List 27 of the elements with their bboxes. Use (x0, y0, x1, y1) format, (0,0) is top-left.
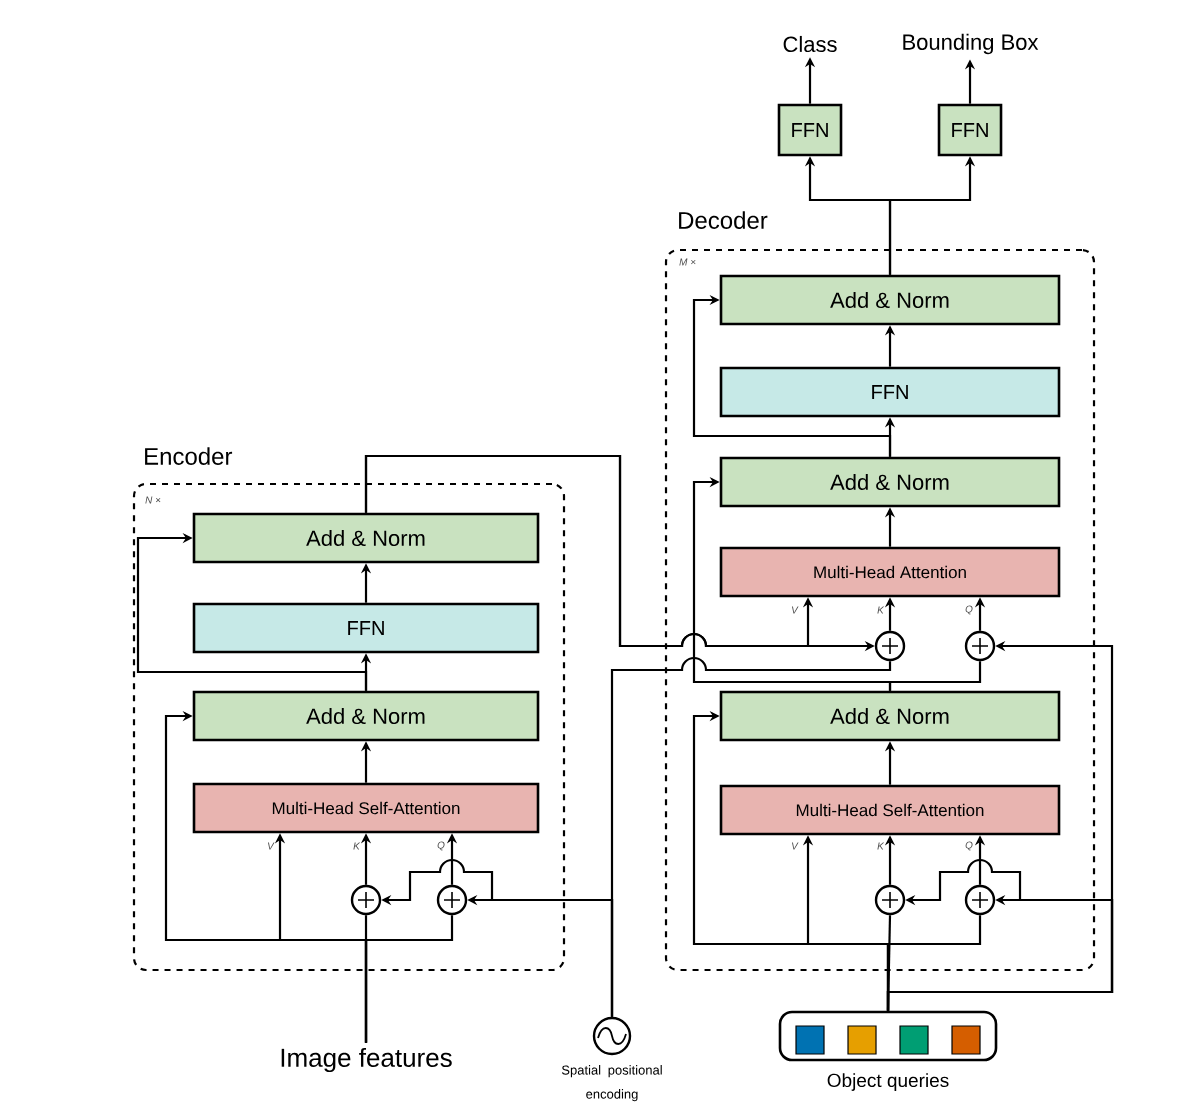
plus-symbol (964, 884, 996, 916)
output-label: Bounding Box (903, 33, 1039, 55)
attention-box: Multi-Head Attention (719, 546, 1061, 598)
ffn-box: FFN (192, 602, 540, 654)
plus-symbol (874, 884, 906, 916)
plus-symbol (964, 630, 996, 662)
block-heading: Encoder (145, 447, 233, 465)
add-norm-box: Add & Norm (719, 690, 1061, 742)
output-label: Class (783, 35, 837, 53)
ffn-box: FFN (719, 366, 1061, 418)
add-norm-box: Add & Norm (192, 690, 540, 742)
attention-box: Multi-Head Self-Attention (192, 782, 540, 834)
arrow (692, 294, 892, 457)
plus-symbol (350, 884, 382, 916)
add-norm-box: Add & Norm (719, 274, 1061, 326)
arrow (164, 710, 368, 1043)
input-label: Image features (281, 1047, 452, 1073)
plus-symbol (436, 884, 468, 916)
attention-box: Multi-Head Self-Attention (719, 784, 1061, 836)
caption-text: Object queries (827, 1073, 949, 1091)
arrow (136, 532, 368, 691)
plus-symbol (874, 630, 906, 662)
block-heading: Decoder (679, 211, 768, 229)
add-norm-box: Add & Norm (192, 512, 540, 564)
ffn-box: FFN (937, 103, 1003, 157)
add-norm-box: Add & Norm (719, 456, 1061, 508)
ffn-box: FFN (777, 103, 843, 157)
